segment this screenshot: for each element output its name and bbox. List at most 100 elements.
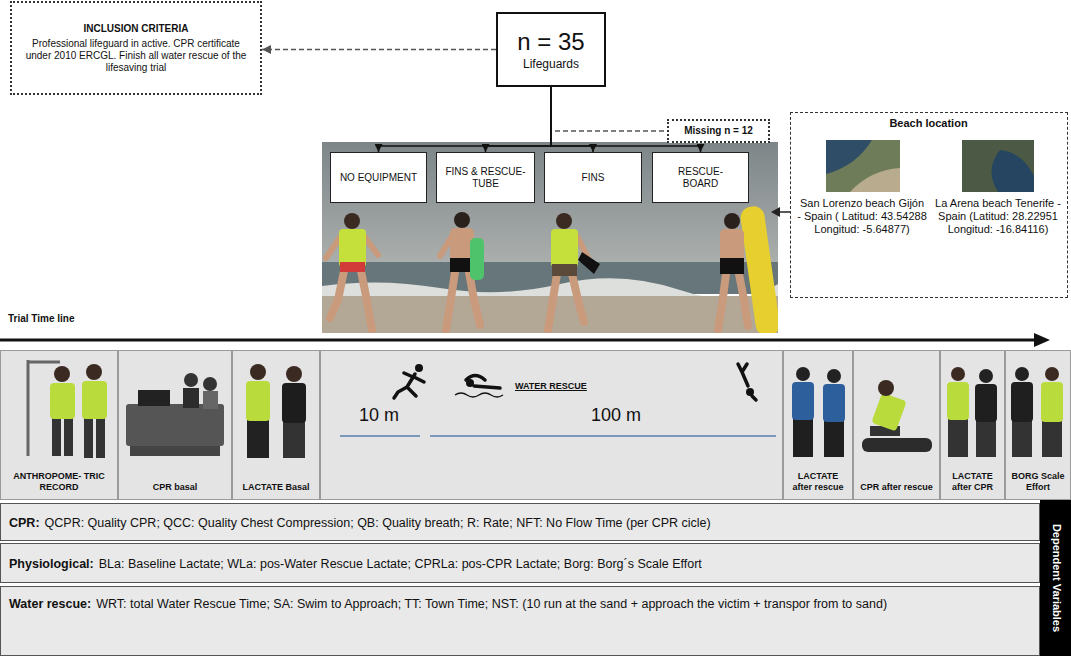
figure-head (951, 367, 965, 381)
figure-legs (446, 272, 480, 330)
band-heading: Water rescue: (9, 597, 91, 611)
figure-head (827, 369, 841, 383)
figure-legs (793, 419, 813, 457)
step-heading: WATER RESCUE (515, 381, 587, 392)
figure-shirt (871, 393, 906, 432)
runner-icon (394, 373, 424, 398)
node-text: FINS & RESCUE-TUBE (445, 166, 526, 190)
node-text: ANTHROPOME- TRIC RECORD (4, 471, 114, 493)
fins (578, 252, 600, 274)
criteria-text: Professional lifeguard in active. CPR ce… (20, 38, 252, 74)
runner-icon (415, 364, 423, 372)
timeline-label: Trial Time line (8, 313, 75, 325)
node-text: FINS (582, 172, 605, 184)
connector (262, 49, 496, 51)
figure-shirt (551, 229, 578, 267)
condition-box: RESCUE-BOARD (652, 152, 749, 203)
figure-head (1045, 367, 1059, 381)
figure-head (184, 373, 198, 387)
figure-body (823, 384, 845, 422)
figure-legs (976, 421, 996, 457)
figure-shirt (50, 383, 75, 419)
figure-legs (548, 274, 584, 330)
variable-list: QCPR: Quality CPR; QCC: Quality Chest Co… (45, 516, 711, 530)
figure-shirt (246, 381, 270, 421)
figure-head (724, 213, 740, 229)
figure-legs (283, 422, 305, 458)
condition-box: FINS (544, 152, 642, 203)
map-caption: San Lorenzo beach Gijón - Spain ( Latitu… (797, 197, 927, 237)
connector (379, 87, 552, 152)
map-caption: La Arena beach Tenerife - Spain (Latitud… (933, 197, 1063, 237)
location-panel: Beach locationSan Lorenzo beach Gijón - … (790, 112, 1068, 298)
node-text: CPR basal (153, 482, 198, 493)
variable-list: BLa: Baseline Lactate; WLa: pos-Water Re… (99, 557, 702, 571)
figure-legs (84, 418, 93, 458)
side-bar: Dependent Variables (1040, 500, 1071, 656)
node-text: BORG Scale Effort (1009, 471, 1067, 493)
timeline-step: CPR basal (118, 350, 232, 500)
figure-shirt (339, 229, 366, 267)
figure-head (878, 380, 894, 396)
photo-sky (322, 142, 778, 272)
distance-label: 10 m (359, 405, 399, 427)
node-text: LACTATE after rescue (787, 471, 849, 493)
sample-label: Lifeguards (523, 57, 579, 71)
figure-shorts (552, 264, 577, 276)
figure-head (54, 366, 70, 382)
figure-head (454, 212, 470, 228)
map-sea (991, 150, 1034, 192)
beach-photo (322, 142, 778, 333)
criteria-box: INCLUSION CRITERIA Professional lifeguard… (10, 1, 262, 95)
figure-legs (718, 274, 748, 330)
timeline-arrowhead (1034, 333, 1050, 347)
figure-legs (1012, 421, 1032, 457)
figure-body (792, 382, 814, 420)
figure-shirt (947, 382, 969, 420)
connector (551, 87, 667, 131)
figure-swimsuit (720, 258, 744, 274)
figure-legs (64, 418, 73, 456)
figure-shorts (340, 262, 365, 272)
condition-box: FINS & RESCUE-TUBE (436, 152, 535, 203)
cpr-equipment (126, 404, 224, 446)
figure-legs (330, 266, 372, 330)
timeline-step: BORG Scale Effort (1005, 350, 1071, 500)
node-text: RESCUE-BOARD (661, 166, 740, 190)
missing-box: Missing n = 12 (667, 119, 770, 143)
anthropometer (28, 361, 60, 364)
figure-body (720, 229, 744, 263)
figure-legs (948, 419, 968, 457)
water-rescue-step: 10 m WATER RESCUE 100 m (320, 350, 783, 500)
figure-legs (1042, 421, 1062, 457)
connector (486, 87, 552, 152)
figure-body (183, 388, 199, 408)
figure-legs (824, 421, 844, 457)
figure-legs (247, 420, 269, 458)
panel-heading: Beach location (791, 117, 1066, 130)
node-text: Missing n = 12 (684, 125, 753, 137)
figure-body (975, 384, 997, 422)
variable-band: Physiological:BLa: Baseline Lactate; WLa… (0, 543, 1040, 583)
figure-shirt (82, 381, 107, 419)
timeline-step: LACTATE after rescue (783, 350, 853, 500)
figure-head (556, 213, 572, 229)
sample-box: n = 35Lifeguards (496, 12, 606, 87)
variable-list: WRT: total Water Rescue Time; SA: Swim t… (96, 597, 887, 611)
box-heading: INCLUSION CRITERIA (84, 23, 189, 35)
diver-icon (738, 364, 756, 400)
timeline-step: ANTHROPOME- TRIC RECORD (0, 350, 118, 500)
variable-band: Water rescue: WRT: total Water Rescue Tim… (0, 586, 1040, 656)
swimmer-icon (466, 376, 500, 389)
map-thumbnail (826, 140, 900, 192)
figure-body (203, 391, 218, 409)
figure-legs (52, 418, 61, 456)
node-text: Dependent Variables (1049, 524, 1062, 632)
timeline-band (0, 350, 1071, 500)
figure-shirt (1041, 382, 1063, 422)
variable-band: CPR:QCPR: Quality CPR; QCC: Quality Ches… (0, 503, 1040, 541)
node-text: LACTATE after CPR (944, 471, 1001, 493)
map-thumbnail (962, 140, 1034, 192)
map-town (850, 168, 900, 192)
distance-label: 100 m (591, 405, 641, 427)
